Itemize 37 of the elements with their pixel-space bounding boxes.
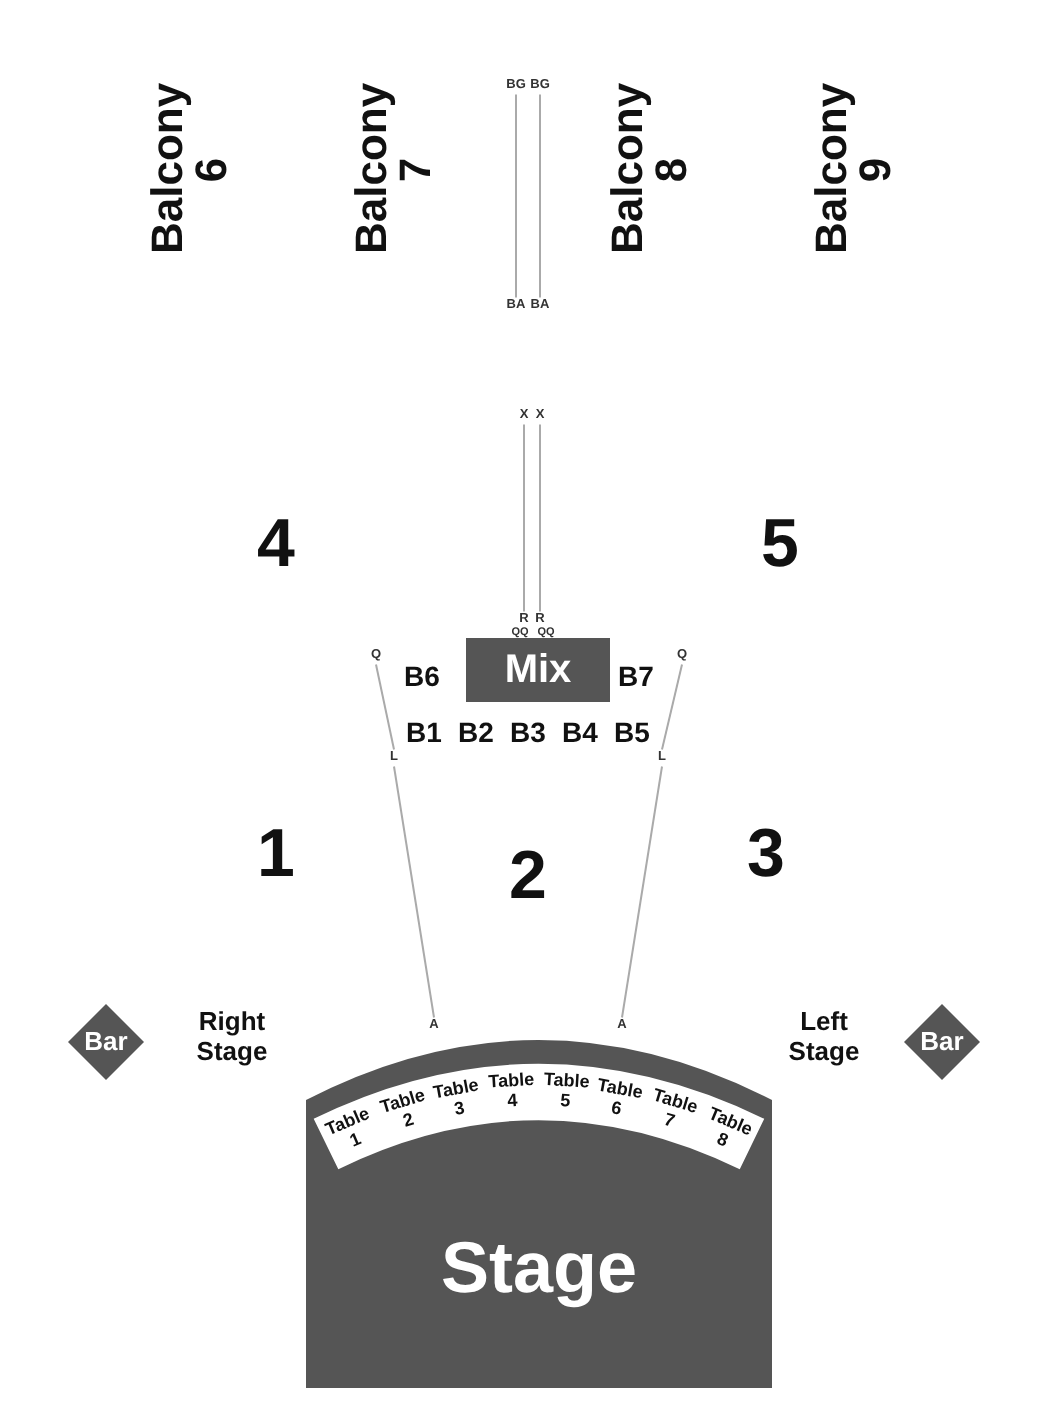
section-label: B1	[406, 718, 442, 746]
aisle-line	[539, 423, 541, 613]
section-label: 4	[257, 510, 295, 578]
section-label: Balcony 8	[606, 86, 694, 254]
section-label: Balcony 6	[146, 86, 234, 254]
area-label: Right Stage	[194, 1008, 270, 1068]
section-label: B6	[404, 662, 440, 690]
bar-diamond: Bar	[904, 1004, 980, 1080]
table-label: Table 4	[485, 1071, 537, 1115]
table-label: Table 7	[648, 1084, 702, 1135]
mix-booth: Mix	[466, 638, 610, 702]
section-label: Balcony 9	[810, 86, 898, 254]
section-label: B3	[510, 718, 546, 746]
aisle-line	[515, 93, 517, 299]
section-label: B2	[458, 718, 494, 746]
section-label: Balcony 7	[350, 86, 438, 254]
aisle-line	[375, 663, 395, 751]
table-label: Table 8	[702, 1101, 757, 1155]
table-label: Table 1	[320, 1101, 375, 1155]
section-label: B5	[614, 718, 650, 746]
section-label: B4	[562, 718, 598, 746]
bar-diamond: Bar	[68, 1004, 144, 1080]
area-label: Left Stage	[786, 1008, 862, 1068]
section-label: 2	[509, 842, 547, 910]
aisle-line	[539, 93, 541, 299]
table-label: Table 3	[430, 1074, 483, 1122]
table-label: Table 6	[594, 1074, 647, 1122]
aisle-line	[523, 423, 525, 613]
aisle-line	[621, 765, 663, 1019]
section-label: B7	[618, 662, 654, 690]
aisle-line	[393, 765, 435, 1019]
section-label: 1	[257, 820, 295, 888]
table-label: Table 5	[540, 1071, 592, 1115]
section-label: 5	[761, 510, 799, 578]
aisle-line	[661, 663, 683, 751]
table-label: Table 2	[375, 1084, 429, 1135]
section-label: 3	[747, 820, 785, 888]
